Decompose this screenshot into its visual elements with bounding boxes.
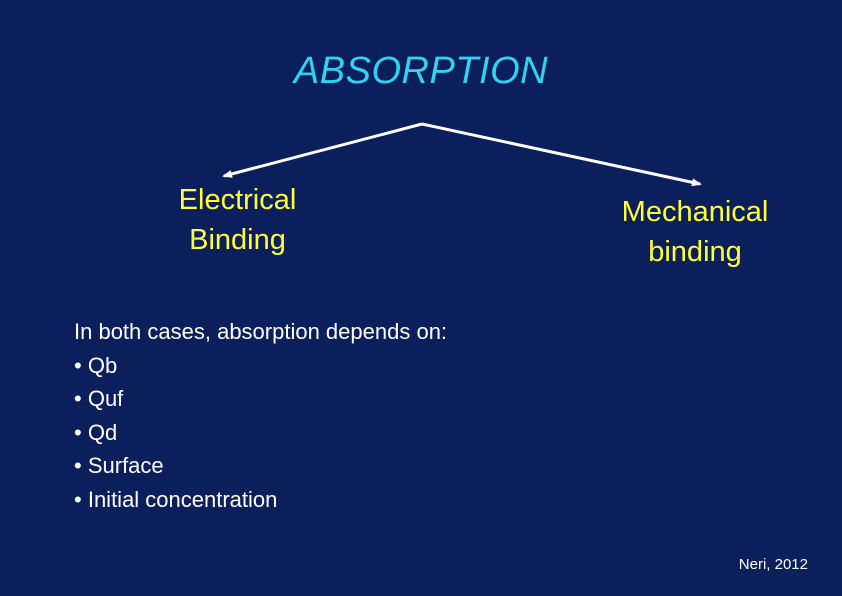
bullet-item-qb: Qb	[74, 349, 447, 383]
bullet-item-qd: Qd	[74, 416, 447, 450]
branch-mechanical-binding: Mechanical binding	[600, 192, 790, 272]
dependency-intro: In both cases, absorption depends on:	[74, 319, 448, 344]
branch-left-line-2: Binding	[189, 224, 286, 256]
right-arrow	[421, 122, 702, 187]
branch-right-line-1: Mechanical	[621, 196, 769, 228]
source-credit: Neri, 2012	[738, 556, 808, 573]
slide-title: ABSORPTION	[293, 50, 549, 92]
branch-right-line-2: binding	[648, 236, 742, 268]
left-arrow	[222, 122, 423, 178]
bullet-list: Qb Quf Qd Surface Initial concentration	[74, 349, 447, 517]
bullet-item-quf: Quf	[74, 382, 447, 416]
dependency-list: In both cases, absorption depends on: Qb…	[74, 315, 447, 516]
branch-electrical-binding: Electrical Binding	[150, 180, 325, 260]
bullet-item-initial-concentration: Initial concentration	[74, 483, 447, 517]
branch-left-line-1: Electrical	[178, 184, 297, 216]
bullet-item-surface: Surface	[74, 449, 447, 483]
